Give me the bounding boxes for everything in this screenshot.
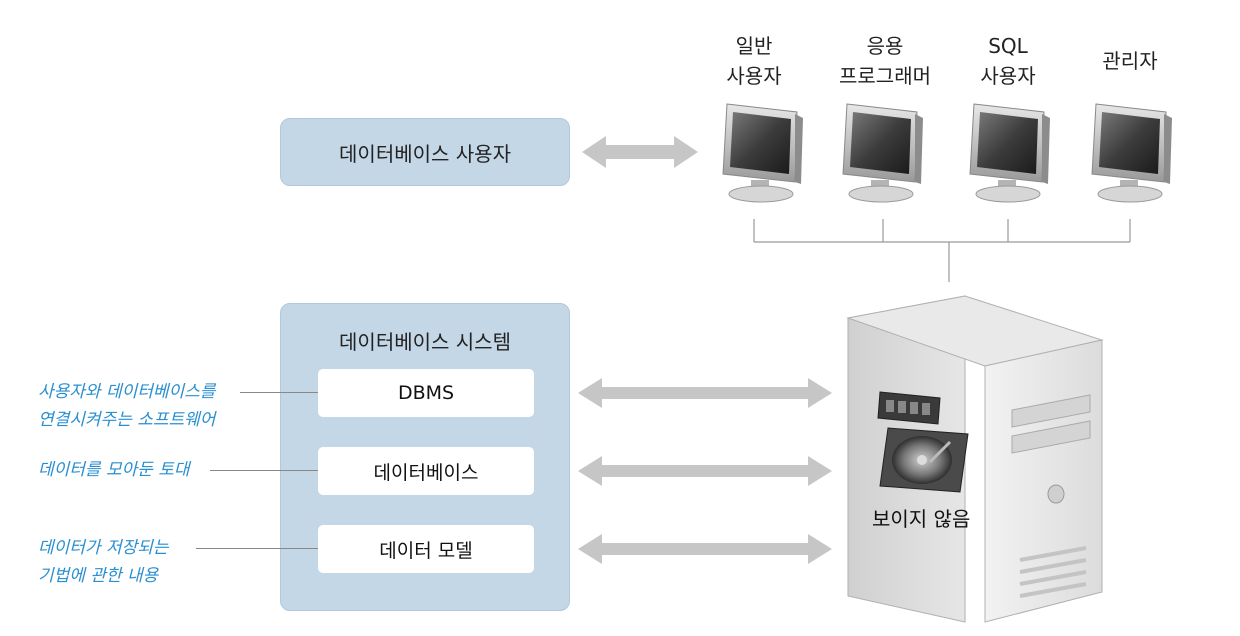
annotation-dbms: 사용자와 데이터베이스를 연결시켜주는 소프트웨어 [38, 378, 215, 434]
user-label-line: 프로그래머 [839, 64, 931, 88]
user-double-arrow [582, 136, 698, 168]
user-label-line: 응용 [866, 34, 904, 58]
annotation-database: 데이터를 모아둔 토대 [38, 456, 190, 484]
annotation-line: 연결시켜주는 소프트웨어 [38, 410, 216, 430]
annotation-line: 기법에 관한 내용 [38, 566, 159, 586]
data-model-box: 데이터 모델 [318, 525, 534, 573]
monitor-icon [1091, 103, 1172, 203]
monitor-icon [842, 103, 923, 203]
dbms-box: DBMS [318, 369, 534, 417]
user-label-sql: SQL 사용자 [953, 31, 1063, 91]
data-model-double-arrow [578, 534, 832, 564]
monitor-icon [969, 103, 1050, 203]
dbms-double-arrow [578, 378, 832, 408]
network-connector [753, 219, 1131, 282]
data-model-label: 데이터 모델 [379, 539, 473, 562]
annotation-leader-database [210, 470, 318, 471]
user-label-line: SQL [988, 34, 1028, 58]
user-label-line: 사용자 [980, 64, 1036, 88]
database-double-arrow [578, 456, 832, 486]
user-label-app-programmer: 응용 프로그래머 [827, 31, 943, 91]
annotation-line: 사용자와 데이터베이스를 [38, 382, 216, 402]
user-label-general: 일반 사용자 [699, 31, 809, 91]
annotation-data-model: 데이터가 저장되는 기법에 관한 내용 [38, 534, 169, 590]
annotation-leader-data-model [196, 548, 318, 549]
user-label-line: 사용자 [726, 64, 782, 88]
database-user-label: 데이터베이스 사용자 [339, 141, 511, 166]
user-label-line: 일반 [735, 34, 773, 58]
annotation-line: 데이터를 모아둔 토대 [38, 460, 190, 480]
annotation-line: 데이터가 저장되는 [38, 538, 169, 558]
server-label: 보이지 않음 [872, 507, 971, 531]
database-user-box: 데이터베이스 사용자 [280, 118, 570, 186]
database-label: 데이터베이스 [373, 461, 479, 484]
monitor-icon [722, 103, 803, 203]
annotation-leader-dbms [240, 392, 318, 393]
user-label-line: 관리자 [1102, 49, 1158, 73]
memory-module-icon [877, 391, 941, 425]
database-box: 데이터베이스 [318, 447, 534, 495]
dbms-label: DBMS [397, 382, 455, 404]
hard-disk-icon [879, 427, 969, 493]
user-label-admin: 관리자 [1075, 46, 1185, 76]
database-system-title: 데이터베이스 시스템 [339, 330, 511, 354]
